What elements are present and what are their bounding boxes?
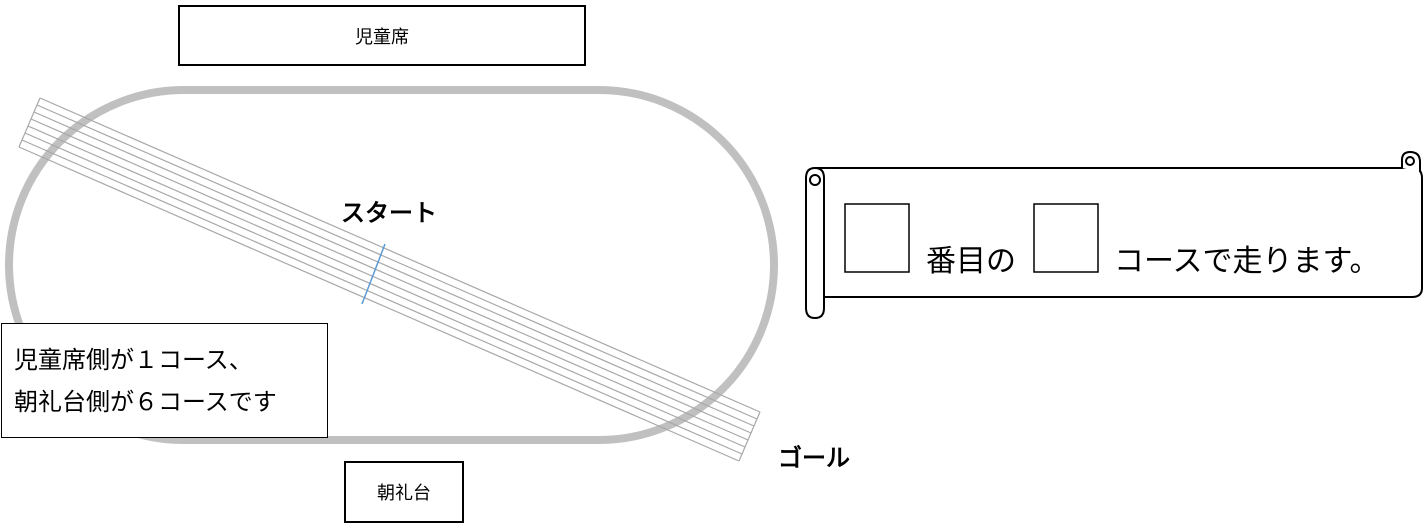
- morning-assembly-stage-label: 朝礼台: [377, 483, 431, 504]
- scroll-text-course: コースで走ります。: [1114, 244, 1380, 279]
- scroll-banner: [805, 150, 1423, 320]
- goal-label: ゴール: [778, 443, 850, 472]
- answer-box-number[interactable]: [844, 203, 910, 273]
- start-line: [361, 243, 386, 305]
- lane-line-4: [30, 118, 752, 434]
- scroll-curl-left: [809, 174, 821, 186]
- lane-line-3: [33, 111, 755, 427]
- student-seats-box: 児童席: [178, 5, 586, 66]
- oval-track: [5, 86, 778, 444]
- answer-box-course[interactable]: [1033, 203, 1099, 273]
- lane-line-5: [27, 125, 749, 441]
- lane-line-1: [39, 97, 761, 413]
- course-note-box: 児童席側が１コース、 朝礼台側が６コースです: [1, 323, 328, 438]
- student-seats-label: 児童席: [355, 26, 409, 48]
- scroll-roll-left: [805, 166, 825, 320]
- course-note-line-1: 児童席側が１コース、: [14, 346, 253, 374]
- morning-assembly-stage-box: 朝礼台: [344, 461, 464, 523]
- start-label: スタート: [341, 198, 437, 227]
- course-note-line-2: 朝礼台側が６コースです: [14, 388, 277, 416]
- lane-line-2: [36, 104, 758, 420]
- lane-end-right: [738, 411, 761, 462]
- scroll-curl-right: [1405, 156, 1415, 166]
- lane-line-8: [18, 146, 740, 462]
- straight-lanes: [18, 97, 761, 462]
- lane-end-left: [18, 97, 41, 148]
- lane-line-6: [24, 132, 746, 448]
- lane-line-7: [21, 139, 743, 455]
- scroll-text-number: 番目の: [926, 244, 1016, 279]
